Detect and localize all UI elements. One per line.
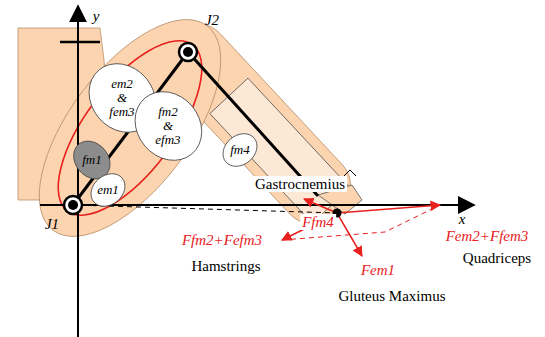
joint-j2 [179,43,197,61]
axis-label: x [457,211,468,227]
joint-label: J2 [203,12,221,28]
shank-bone [188,52,318,196]
muscle-label: fm4 [230,143,250,157]
muscle-label: fm2 & efm3 [148,105,188,147]
force-arrow [337,205,440,213]
ellipse-outline [217,127,264,173]
axis-label: y [91,8,102,24]
force-label: Ffm2+Fefm3 [180,232,264,248]
ellipse-outline [85,167,132,213]
force-parallelogram [282,205,440,240]
force-arrow [337,213,362,256]
muscle-ellipse: fm2 & efm3 [137,89,200,163]
thigh-shape [5,0,255,266]
moment-arm [73,205,337,213]
force-label: Ffm4 [300,214,336,230]
muscle-name: Quadriceps [461,250,533,266]
muscle-ellipse: fm1 [75,139,109,181]
force-arrow [304,199,337,213]
muscle-name: Gluteus Maximus [336,288,447,304]
muscle-name: Gastrocnemius [253,176,347,192]
muscle-name: Hamstrings [189,258,262,274]
muscle-label: em1 [97,183,119,197]
joint-label: J1 [43,216,61,232]
muscle-ellipse: em1 [89,175,127,205]
force-arrow [282,213,337,240]
ellipse-outline [121,78,215,174]
force-label: Fem1 [359,262,397,278]
muscle-ellipse: fm4 [221,135,259,165]
joint-j2-dot [183,47,193,57]
muscle-label: fm1 [82,153,102,167]
y-axis [77,6,79,337]
pelvis-mark [60,41,100,44]
force-label: Fem2+Ffem3 [444,228,531,244]
